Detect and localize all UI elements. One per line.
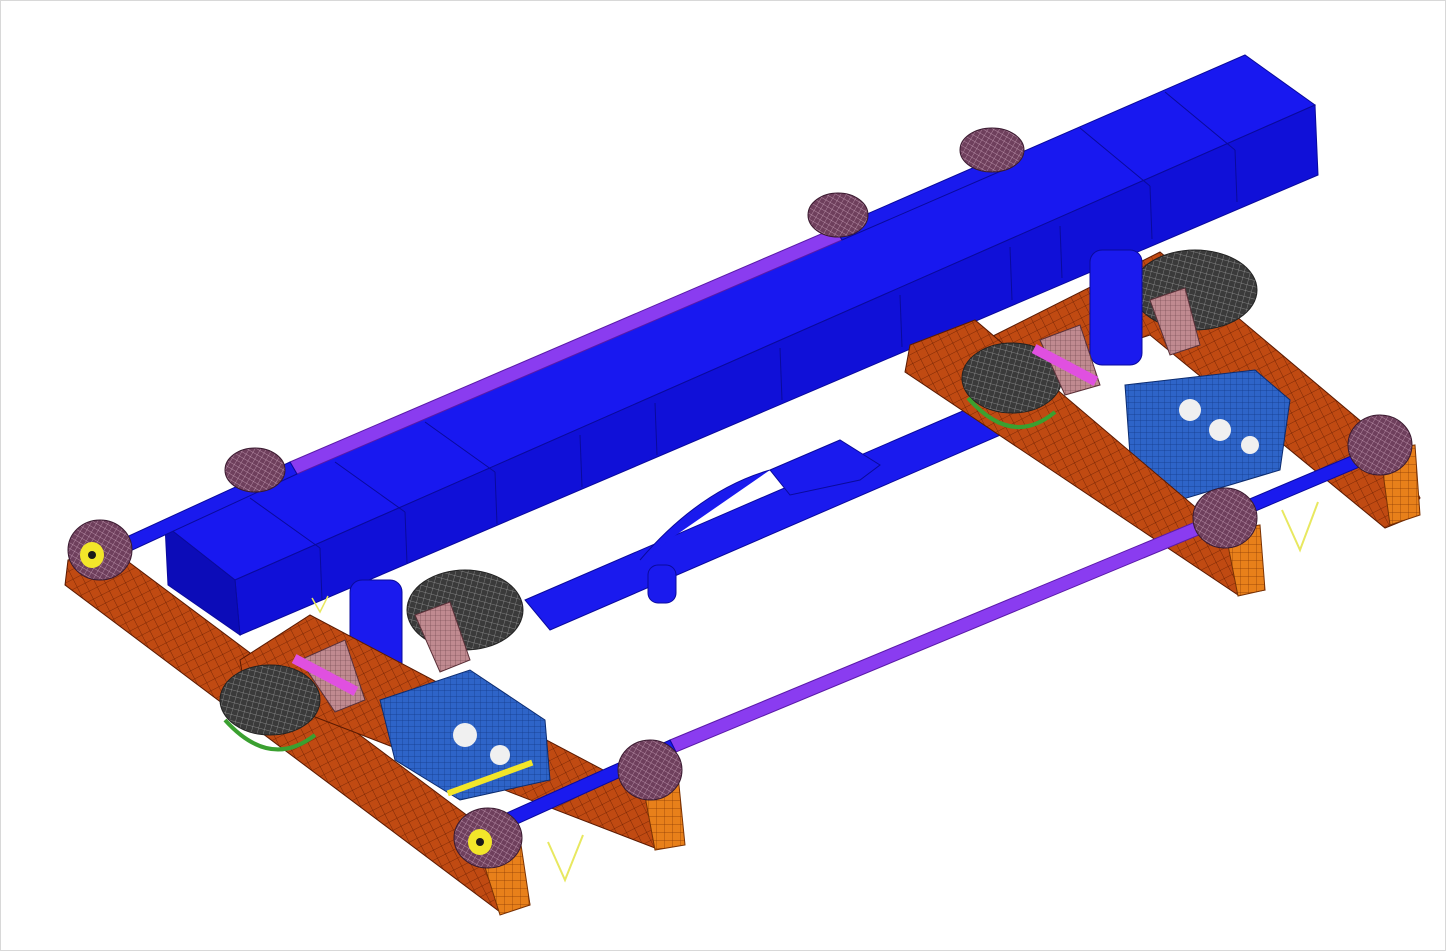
- airbag-green-rim-right: [966, 396, 1057, 429]
- yellow-strip: [446, 759, 534, 797]
- bushing-beam-2: [807, 192, 869, 238]
- main-beam-segments: [249, 91, 1238, 601]
- bracket-pad-right-2: [1149, 287, 1201, 356]
- lower-tie-rod: [669, 519, 1207, 753]
- pink-plate-right: [1031, 344, 1099, 386]
- bushing-end-3: [617, 739, 683, 801]
- bushing-end-2: [453, 807, 523, 869]
- bracket-near-hole-1: [453, 723, 477, 747]
- pink-plate-left: [291, 654, 359, 696]
- bushing-beam-1: [224, 447, 286, 493]
- airbag-near-left: [219, 664, 321, 736]
- axle-bend: [639, 439, 881, 561]
- axle-drop-post: [647, 564, 677, 604]
- bracket-pad-left-2: [414, 601, 471, 673]
- bracket-hole-2: [1209, 419, 1231, 441]
- bracket-hole-3: [1241, 436, 1259, 454]
- bracket-hole-1: [1179, 399, 1201, 421]
- boundary-marker-left: [547, 834, 584, 883]
- airbag-green-rim-left: [223, 718, 317, 752]
- bushing-beam-3: [959, 127, 1025, 173]
- post-right: [1089, 249, 1143, 366]
- bushing-end-4: [1192, 487, 1258, 549]
- bushing-end-5: [1347, 414, 1413, 476]
- boundary-marker-right: [1281, 501, 1319, 553]
- airbag-far-right: [1132, 249, 1258, 331]
- airbag-far-left: [406, 569, 524, 651]
- bushing-end-1: [67, 519, 133, 581]
- bracket-near-hole-2: [490, 745, 510, 765]
- main-beam-end: [164, 523, 241, 637]
- main-beam-front: [234, 104, 1319, 636]
- boundary-marker-mid: [311, 595, 329, 614]
